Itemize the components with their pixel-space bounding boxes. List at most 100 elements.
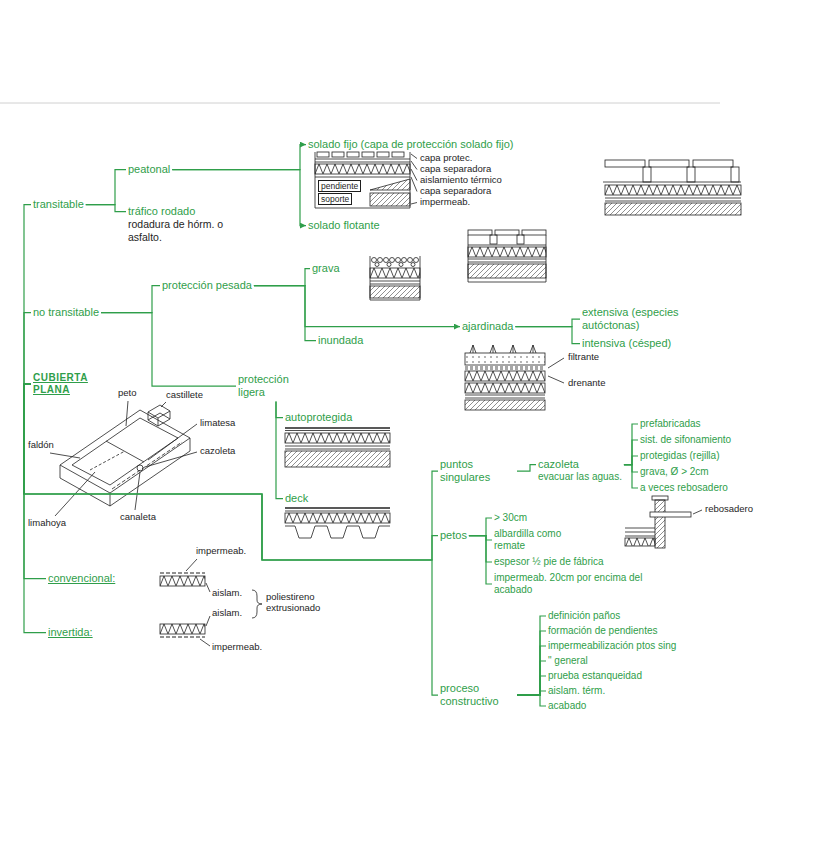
floating-floor-detail bbox=[603, 160, 741, 215]
sketch-line bbox=[148, 424, 197, 460]
sketch-line bbox=[60, 465, 110, 506]
sketch-line bbox=[465, 371, 545, 381]
part-label: limahoya bbox=[28, 518, 66, 529]
sketch-line bbox=[468, 235, 546, 282]
topic-node: petos bbox=[440, 529, 467, 542]
sketch-line bbox=[285, 427, 390, 429]
connector bbox=[517, 676, 546, 695]
connector bbox=[469, 518, 492, 536]
sketch-line bbox=[548, 358, 564, 368]
topic-node: tráfico rodadorodadura de hórm. o asfalt… bbox=[128, 205, 253, 243]
node-text: protegidas (rejilla) bbox=[640, 450, 719, 462]
topic-node: sist. de sifonamiento bbox=[640, 434, 731, 446]
sketch-line bbox=[377, 152, 389, 157]
sketch-line bbox=[625, 536, 655, 537]
node-text: extensiva (especies autóctonas) bbox=[582, 306, 732, 332]
page-rule bbox=[0, 103, 720, 104]
topic-node: convencional: bbox=[48, 572, 115, 585]
sketch-line bbox=[315, 164, 410, 174]
sketch-line bbox=[110, 438, 190, 506]
node-text: sist. de sifonamiento bbox=[640, 434, 731, 446]
sketch-line bbox=[655, 500, 665, 548]
topic-node: grava, Ø > 2cm bbox=[640, 466, 709, 478]
node-text: a veces rebosadero bbox=[640, 482, 728, 494]
topic-node: acabado bbox=[548, 700, 586, 712]
sketch-line bbox=[148, 413, 170, 426]
sketch-line bbox=[490, 235, 497, 244]
sketch-line bbox=[693, 510, 702, 514]
sketch-line bbox=[468, 264, 546, 278]
connector bbox=[24, 384, 46, 579]
sketch-line bbox=[90, 451, 125, 470]
sketch-line bbox=[285, 513, 390, 523]
node-text: solado fijo (capa de protección solado f… bbox=[308, 138, 513, 151]
node-text: deck bbox=[285, 492, 308, 505]
topic-node: impermeabilización ptos sing bbox=[548, 640, 676, 652]
node-text: grava bbox=[312, 262, 340, 275]
connector bbox=[624, 440, 638, 465]
sketch-line bbox=[285, 511, 390, 512]
sketch-line bbox=[145, 452, 197, 467]
topic-node: inundada bbox=[318, 334, 363, 347]
sketch-line bbox=[347, 152, 359, 157]
sketch-line bbox=[470, 345, 476, 353]
node-text: formación de pendientes bbox=[548, 625, 658, 637]
sketch-line bbox=[126, 401, 128, 426]
sketch-line bbox=[375, 263, 379, 267]
topic-node: proceso constructivo bbox=[440, 682, 515, 708]
connector bbox=[517, 616, 546, 695]
node-text: transitable bbox=[33, 198, 84, 211]
sketch-line bbox=[603, 182, 741, 183]
connector bbox=[515, 319, 580, 326]
part-label: capa separadora bbox=[420, 186, 491, 197]
sketch-line bbox=[370, 268, 420, 278]
rebosadero-detail bbox=[625, 496, 702, 548]
sketch-line bbox=[625, 538, 655, 546]
node-text: ajardinada bbox=[462, 320, 513, 333]
sketch-line bbox=[468, 259, 546, 260]
topic-node: definición paños bbox=[548, 610, 620, 622]
connector bbox=[517, 695, 546, 706]
sketch-line bbox=[465, 383, 545, 393]
sketch-line bbox=[411, 154, 417, 159]
sketch-line bbox=[285, 526, 390, 538]
sketch-line bbox=[411, 203, 417, 205]
connector bbox=[254, 269, 310, 286]
sketch-line bbox=[465, 353, 545, 365]
sketch-line bbox=[408, 258, 413, 263]
topic-node: prefabricadas bbox=[640, 418, 701, 430]
sketch-line bbox=[158, 418, 159, 426]
node-text: no transitable bbox=[33, 306, 99, 319]
node-text: convencional: bbox=[48, 572, 115, 585]
topic-node: peatonal bbox=[128, 163, 170, 176]
sketch-line bbox=[384, 258, 389, 263]
sketch-line bbox=[285, 433, 390, 443]
sketch-line bbox=[605, 160, 645, 167]
sketch-line bbox=[135, 472, 140, 510]
sketch-line bbox=[650, 512, 691, 517]
sketch-line bbox=[390, 258, 395, 263]
part-label: impermeab. bbox=[420, 197, 470, 208]
sketch-line bbox=[687, 167, 695, 182]
node-text: protección pesada bbox=[162, 279, 252, 292]
sketch-line bbox=[396, 258, 401, 263]
connector bbox=[24, 205, 31, 384]
connector bbox=[101, 313, 236, 387]
sketch-line bbox=[693, 160, 733, 167]
sketch-line bbox=[392, 152, 404, 157]
connector bbox=[517, 691, 546, 695]
sketch-line bbox=[605, 185, 741, 195]
topic-node: espesor ½ pie de fábrica bbox=[494, 556, 604, 568]
topic-node: impermeab. 20cm por encima del acabado bbox=[494, 572, 669, 596]
autoprotegida-section bbox=[285, 428, 390, 467]
sketch-line bbox=[370, 256, 420, 300]
topic-node: puntos singulares bbox=[440, 458, 515, 484]
sketch-line bbox=[468, 247, 546, 257]
connector bbox=[276, 401, 283, 498]
sketch-line bbox=[530, 345, 536, 353]
sketch-line bbox=[160, 572, 205, 573]
node-text: prefabricadas bbox=[640, 418, 701, 430]
sketch-line bbox=[490, 345, 496, 353]
sketch-line bbox=[625, 532, 655, 533]
solado-flotante-section bbox=[468, 230, 546, 282]
